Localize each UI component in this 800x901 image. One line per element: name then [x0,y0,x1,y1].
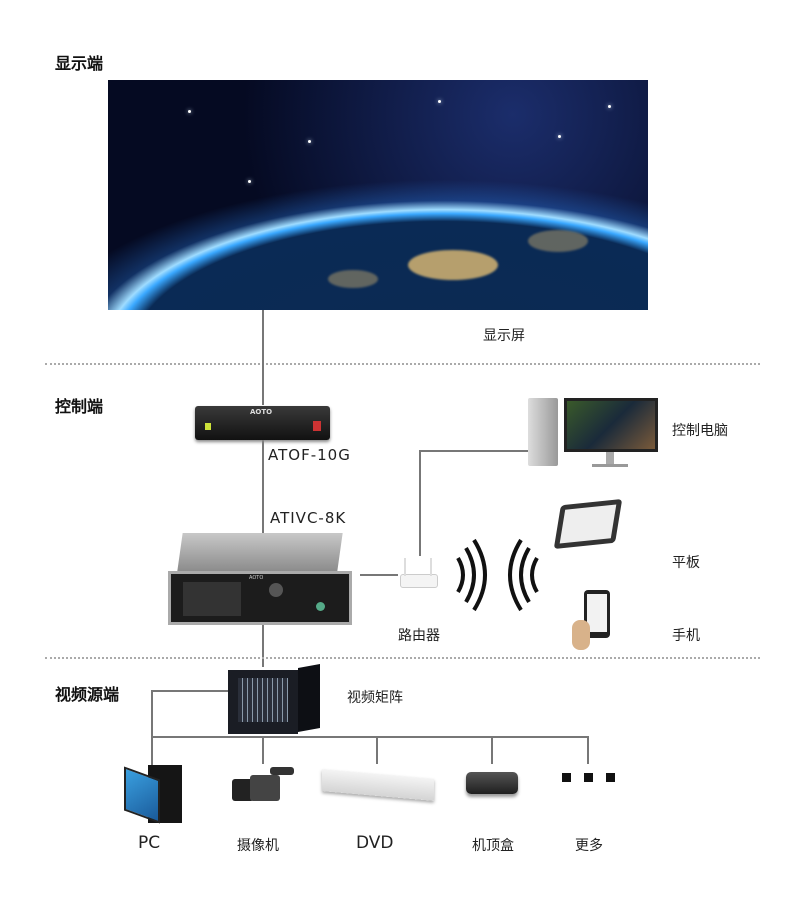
source-device-label: PC [138,833,161,853]
atof-10g-device: AOTO [195,406,330,440]
power-switch-icon [313,421,321,431]
section-title-control: 控制端 [55,397,104,416]
source-device-label: 更多 [575,838,603,854]
connector-line [587,736,589,764]
camcorder-icon [232,765,294,807]
section-divider [45,657,760,659]
connector-line [262,736,264,764]
connector-line [491,736,493,764]
control-pc-icon [528,396,660,472]
connector-bus-line [152,736,588,738]
video-matrix-device [228,664,320,734]
tablet-icon [553,498,623,550]
connector-line [262,440,264,535]
wireless-signal-icon [456,538,539,612]
set-top-box-icon [464,770,520,800]
section-divider [45,363,760,365]
router-label: 路由器 [398,628,440,644]
connector-line [151,690,153,766]
connector-line [376,736,378,764]
desktop-pc-icon [122,765,184,825]
brand-logo: AOTO [250,408,273,416]
connector-line [152,690,228,692]
tablet-label: 平板 [672,555,700,571]
connector-line [419,450,421,556]
more-dots-icon [562,773,618,785]
source-device-label: DVD [356,833,394,853]
connector-line [262,625,264,667]
section-title-display: 显示端 [55,54,104,73]
source-device-label: 摄像机 [237,838,279,854]
source-device-label: 机顶盒 [472,838,514,854]
ativc-model-label: ATIVC-8K [270,509,347,527]
control-pc-label: 控制电脑 [672,423,728,439]
connector-line [262,310,264,405]
video-matrix-label: 视频矩阵 [347,690,403,706]
connector-line [360,574,398,576]
power-led-icon [205,423,211,430]
hand-icon [572,620,590,650]
router-icon [398,556,438,596]
ativc-8k-device: AOTO [168,533,352,625]
display-screen-image [108,80,648,310]
dvd-player-icon [322,769,434,801]
phone-label: 手机 [672,628,700,644]
atof-model-label: ATOF-10G [268,446,351,464]
section-title-source: 视频源端 [55,685,120,704]
display-screen-label: 显示屏 [483,328,525,344]
connector-line [419,450,530,452]
brand-logo: AOTO [249,575,264,581]
